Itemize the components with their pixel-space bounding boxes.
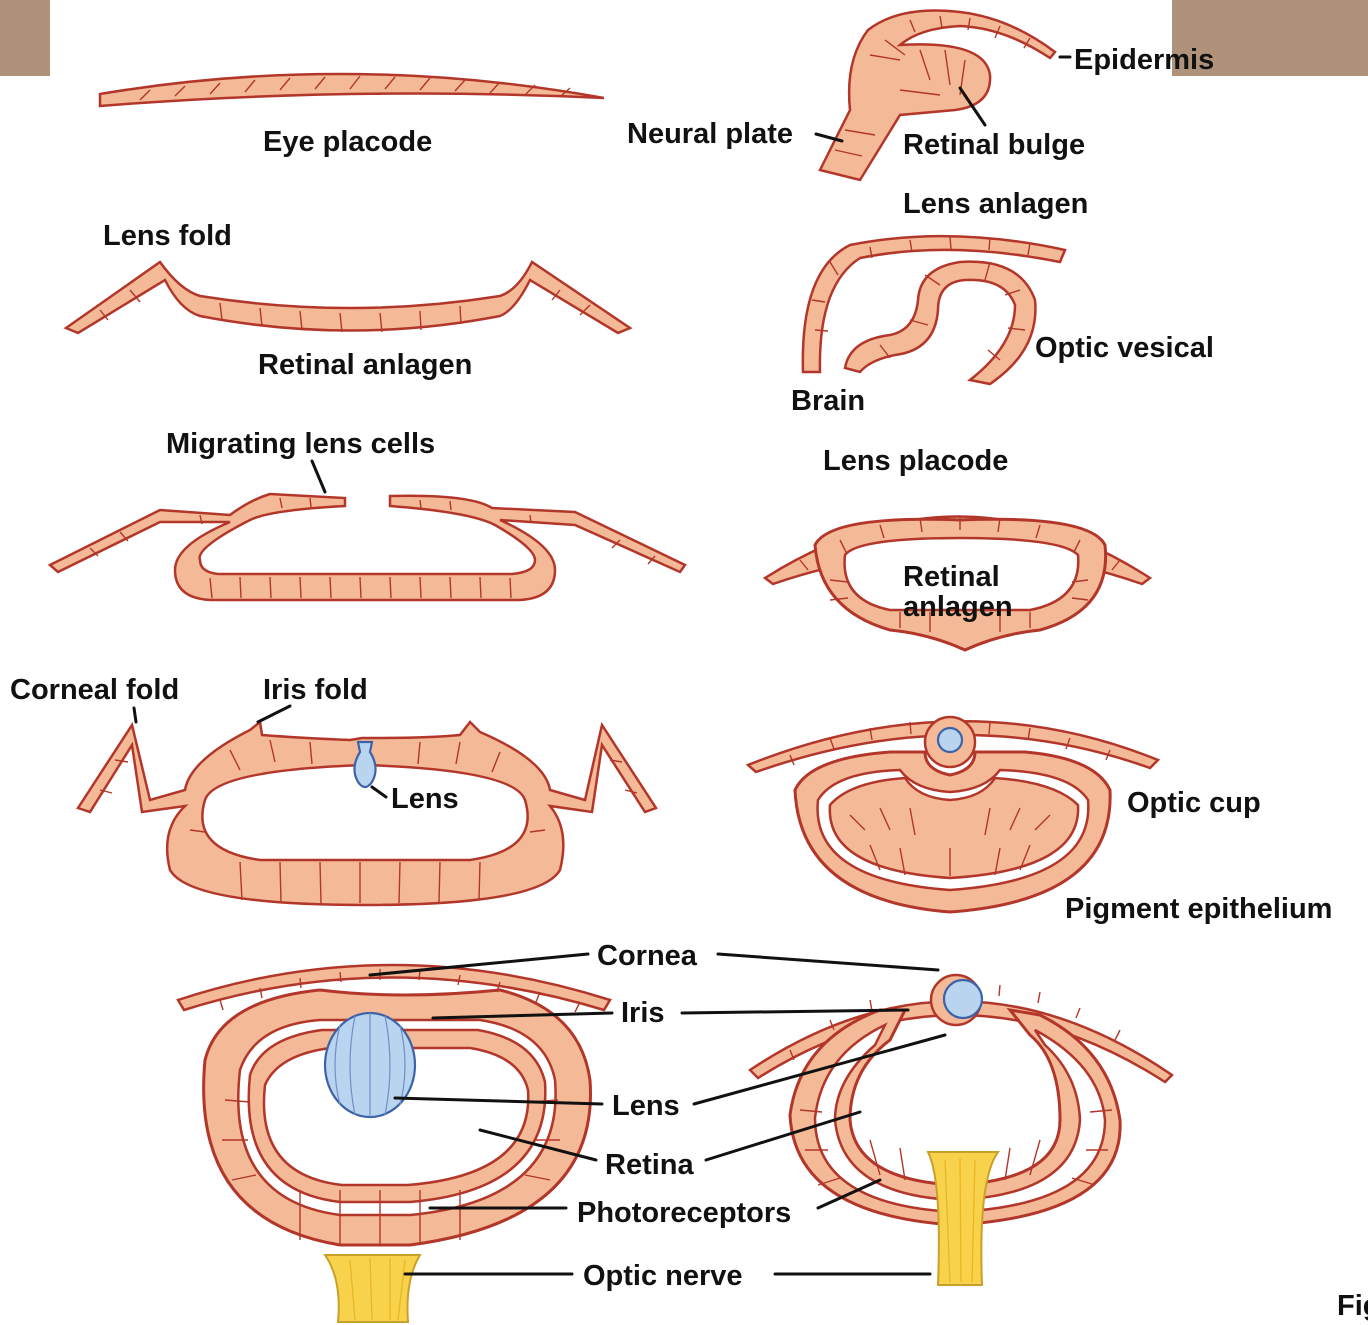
lens-vesicle-optic-cup: [938, 728, 962, 752]
label-migrating-lens-cells: Migrating lens cells: [166, 428, 435, 460]
label-retinal-anlagen-2-line2: anlagen: [903, 591, 1013, 623]
optic-nerve-left: [325, 1255, 420, 1322]
mature-lens-right: [944, 980, 982, 1018]
label-lens-1: Lens: [391, 783, 459, 815]
label-photoreceptors: Photoreceptors: [577, 1197, 791, 1229]
optic-vesical-illustration: [803, 236, 1065, 384]
migrating-lens-cells-illustration: [50, 494, 685, 600]
mature-eye-illustration: [178, 965, 610, 1322]
optic-cup-illustration: [748, 717, 1158, 912]
leader-iris-fold: [258, 706, 290, 722]
lens-fold-illustration: [66, 262, 630, 333]
label-iris-fold: Iris fold: [263, 674, 368, 706]
label-cornea: Cornea: [597, 940, 698, 972]
label-retinal-anlagen-1: Retinal anlagen: [258, 349, 472, 381]
leader-migrating-lens-cells: [312, 461, 325, 492]
label-lens-placode: Lens placode: [823, 445, 1008, 477]
label-iris: Iris: [621, 997, 665, 1029]
label-pigment-epithelium: Pigment epithelium: [1065, 893, 1332, 925]
label-retina: Retina: [605, 1149, 695, 1181]
label-corneal-fold: Corneal fold: [10, 674, 179, 706]
leader-corneal-fold: [134, 708, 136, 722]
label-figure-tag: Fig: [1337, 1290, 1368, 1322]
label-eye-placode: Eye placode: [263, 126, 432, 158]
label-retinal-bulge: Retinal bulge: [903, 129, 1085, 161]
label-retinal-anlagen-2-line1: Retinal: [903, 561, 1000, 593]
label-optic-nerve: Optic nerve: [583, 1260, 743, 1292]
leader-cornea-right: [718, 954, 938, 970]
label-brain: Brain: [791, 385, 865, 417]
mature-eye-right-illustration: [750, 975, 1172, 1285]
label-lens-fold: Lens fold: [103, 220, 232, 252]
label-epidermis: Epidermis: [1074, 44, 1214, 76]
label-neural-plate: Neural plate: [627, 118, 793, 150]
label-optic-cup: Optic cup: [1127, 787, 1261, 819]
label-lens-anlagen: Lens anlagen: [903, 188, 1088, 220]
eye-placode-illustration: [100, 74, 604, 106]
label-optic-vesical: Optic vesical: [1035, 332, 1214, 364]
label-lens-2: Lens: [612, 1090, 680, 1122]
corneal-iris-fold-illustration: [78, 722, 656, 905]
